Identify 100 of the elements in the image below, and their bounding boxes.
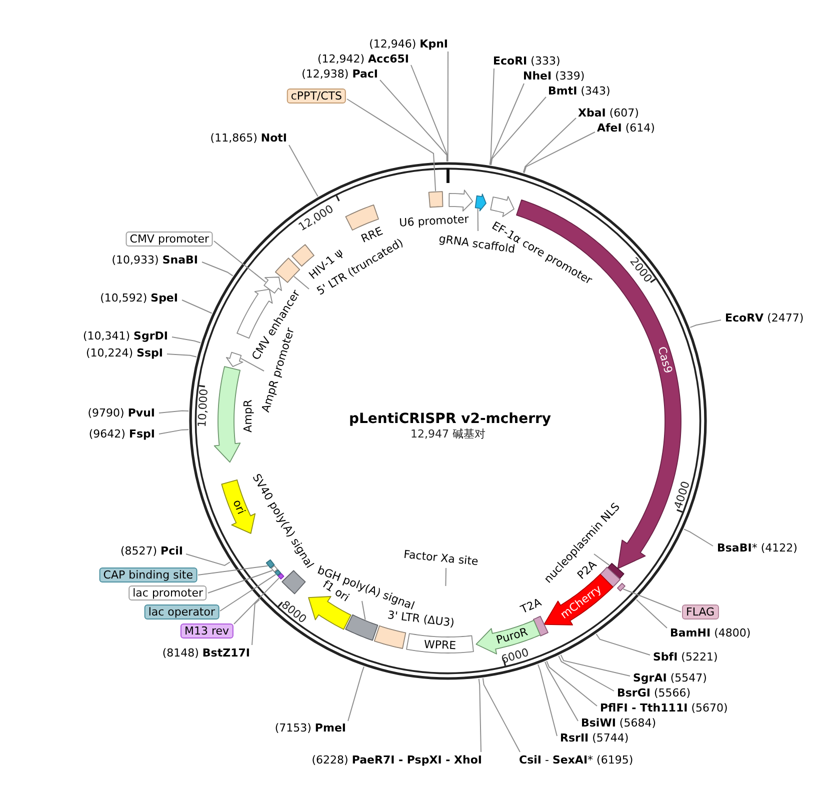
enzyme-site-label: EcoRV (2477): [725, 312, 804, 324]
feature-tag: lac operator: [144, 604, 219, 620]
leader-line: [240, 358, 264, 372]
leader-line: [445, 568, 446, 586]
enzyme-site-label: (8527) PciI: [120, 544, 183, 558]
tick-label: 4000: [672, 480, 691, 510]
feature-label: ori: [230, 498, 248, 516]
feature-bar: [277, 572, 285, 581]
feature-tag: FLAG: [682, 604, 719, 620]
leader-line: [489, 68, 494, 166]
leader-line: [293, 276, 310, 290]
enzyme-site-label: BsrGI (5566): [617, 686, 691, 700]
leader-line: [362, 600, 366, 620]
enzyme-site-label: BmtI (343): [548, 84, 610, 98]
directional-feature: [489, 195, 516, 218]
enzyme-site-label: (10,933) SnaBI: [112, 254, 198, 266]
feature-label: U6 promoter: [398, 212, 470, 230]
leader-line: [524, 132, 596, 174]
enzyme-site-label: PflFI - Tth111I (5670): [600, 702, 728, 714]
enzyme-site-label: (10,341) SgrDI: [82, 330, 168, 342]
leader-line: [544, 661, 578, 722]
sequence-length: 12,947 碱基对: [410, 428, 486, 440]
leader-line: [410, 64, 448, 162]
leader-line: [546, 660, 598, 706]
leader-line: [166, 354, 197, 358]
enzyme-site-label: BamHI (4800): [670, 626, 751, 640]
feature-label: AmpR: [242, 400, 254, 432]
leader-line: [380, 80, 448, 162]
feature-label: Factor Xa site: [403, 548, 479, 568]
leader-line: [522, 118, 576, 174]
enzyme-site-label: (12,938) PacI: [302, 68, 378, 80]
feature-segment: [532, 615, 550, 637]
enzyme-site-label: SgrAI (5547): [633, 672, 707, 684]
enzyme-site-label: (9642) FspI: [88, 428, 155, 440]
directional-feature: [448, 189, 474, 213]
leader-line: [684, 528, 714, 546]
enzyme-site-label: EcoRI (333): [493, 54, 560, 68]
leader-line: [490, 83, 524, 166]
feature-bar: [265, 558, 276, 569]
feature-label: PuroR: [494, 625, 530, 647]
leader-line: [447, 51, 448, 162]
feature-segment: [373, 624, 407, 650]
leader-line: [596, 634, 650, 656]
enzyme-site-label: AfeI (614): [597, 122, 655, 134]
leader-line: [158, 429, 190, 434]
enzyme-site-label: XbaI (607): [578, 106, 639, 120]
leader-line: [348, 666, 364, 722]
leader-line: [622, 588, 682, 612]
feature-bar: [270, 564, 279, 573]
tick-label: 10,000: [196, 388, 210, 428]
feature-label: WPRE: [424, 638, 456, 652]
enzyme-site-label: SbfI (5221): [653, 650, 718, 664]
leader-line: [198, 565, 268, 576]
feature-bar: [273, 568, 282, 577]
feature-tag: CAP binding site: [99, 567, 197, 582]
map-title: pLentiCRISPR v2-mcherry: [348, 411, 552, 427]
enzyme-site-label: (6228) PaeR7I - PspXI - XhoI: [312, 754, 482, 766]
feature-bar: [616, 582, 626, 592]
leader-line: [690, 320, 722, 328]
leader-line: [214, 240, 266, 283]
enzyme-site-label: (9790) PvuI: [88, 406, 155, 420]
enzyme-site-label: (10,224) SspI: [86, 346, 163, 360]
leader-line: [636, 599, 668, 628]
leader-line: [158, 410, 190, 414]
feature-segment: [281, 569, 307, 595]
leader-line: [288, 144, 318, 197]
feature-segment: [427, 190, 444, 209]
leader-line: [482, 678, 520, 752]
leader-line: [477, 208, 478, 232]
leader-line: [594, 554, 610, 566]
leader-line: [220, 574, 276, 612]
directional-feature: [474, 193, 487, 212]
enzyme-site-label: RsrII (5744): [560, 732, 629, 744]
feature-label: 3' LTR (ΔU3): [386, 608, 456, 630]
leader-line: [478, 678, 482, 752]
enzyme-site-label: (8148) BstZ17I: [162, 646, 250, 660]
feature-tag: lac promoter: [128, 586, 207, 600]
leader-line: [172, 336, 201, 344]
enzyme-site-label: CsiI - SexAI* (6195): [519, 754, 634, 766]
feature-segment: [274, 257, 301, 284]
tick-label: 6000: [500, 646, 530, 665]
leader-line: [252, 599, 260, 646]
leader-line: [346, 98, 436, 192]
leader-line: [537, 664, 558, 736]
leader-line: [186, 554, 231, 566]
feature-segment: [405, 632, 475, 654]
enzyme-site-label: (12,942) Acc65I: [317, 52, 409, 66]
enzyme-site-label: (7153) PmeI: [274, 722, 346, 734]
enzyme-site-label: (11,865) NotI: [210, 132, 287, 144]
leader-line: [202, 262, 234, 276]
directional-feature: [213, 365, 242, 464]
enzyme-site-label: (12,946) KpnI: [369, 38, 448, 50]
enzyme-site-label: (10,592) SpeI: [100, 292, 178, 304]
feature-tag: M13 rev: [180, 624, 233, 638]
enzyme-site-label: BsiWI (5684): [581, 716, 656, 730]
leader-line: [490, 96, 546, 166]
enzyme-site-label: NheI (339): [523, 70, 585, 82]
enzyme-site-label: BsaBI* (4122): [717, 542, 798, 554]
directional-feature: [225, 351, 244, 368]
leader-line: [234, 578, 280, 624]
